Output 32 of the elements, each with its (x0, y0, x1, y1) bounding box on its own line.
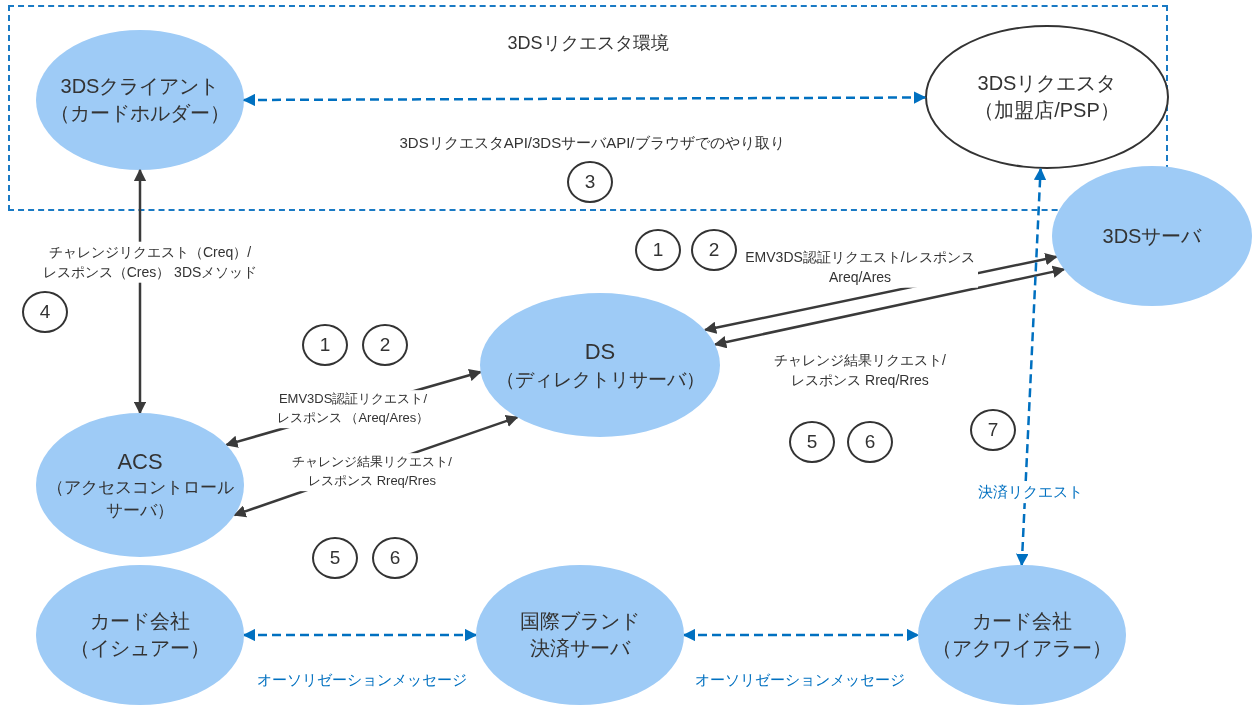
step-number-circle: 5 (789, 421, 835, 463)
node-label: （加盟店/PSP） (973, 98, 1121, 123)
node-label: （アクセスコントロールサーバ） (45, 476, 235, 522)
arrow (1016, 167, 1047, 567)
step-number-circle: 6 (372, 537, 418, 579)
step-number-circle: 5 (312, 537, 358, 579)
node-label: （ディレクトリサーバ） (494, 368, 706, 392)
node-label: カード会社 (89, 609, 191, 634)
step-number-circle: 2 (362, 324, 408, 366)
step-number-circle: 7 (970, 409, 1016, 451)
node-label: ACS (116, 448, 164, 477)
node-label: 国際ブランド (519, 609, 641, 634)
boundary-title: 3DSリクエスタ環境 (506, 32, 670, 55)
arrow (242, 628, 478, 642)
step-number-circle: 3 (567, 161, 613, 203)
arrow (713, 265, 1066, 349)
node-label: 3DSリクエスタ (976, 71, 1118, 96)
step-number-circle: 1 (635, 229, 681, 271)
node-label: DS (583, 338, 617, 367)
node-label: 3DSサーバ (1101, 223, 1203, 249)
arrow (242, 91, 927, 107)
step-number-circle: 2 (691, 229, 737, 271)
node-label: カード会社 (971, 609, 1073, 634)
step-number-circle: 4 (22, 291, 68, 333)
node-label: （イシュアー） (69, 636, 211, 661)
node-label: （アクワイアラー） (931, 636, 1113, 661)
arrow (682, 628, 920, 642)
step-number-circle: 6 (847, 421, 893, 463)
node-label: 3DSクライアント (59, 74, 221, 99)
step-number-circle: 1 (302, 324, 348, 366)
node-label: （カードホルダー） (49, 101, 231, 126)
node-label: 決済サーバ (529, 636, 632, 661)
